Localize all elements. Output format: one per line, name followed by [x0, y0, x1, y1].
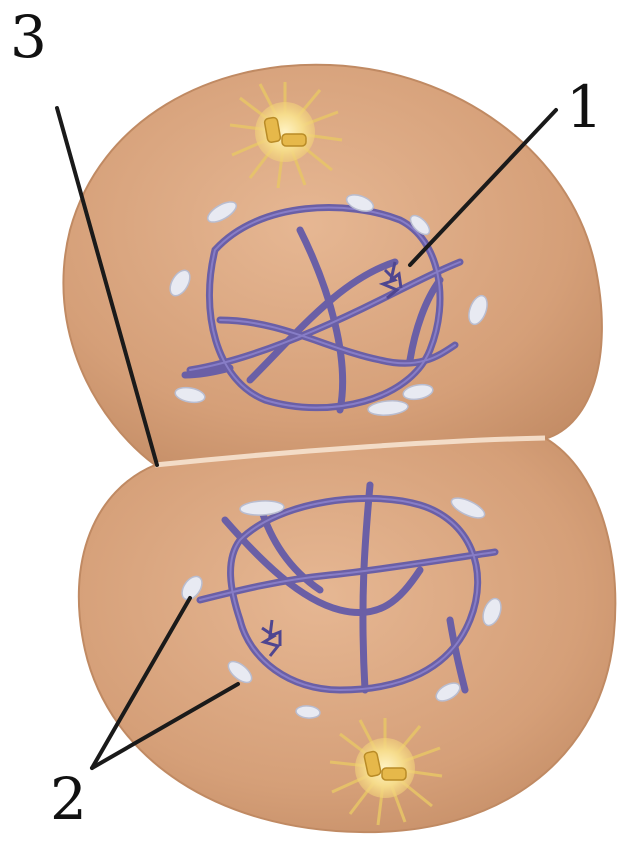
label-3: 3: [10, 8, 47, 66]
label-2: 2: [50, 770, 87, 828]
label-1: 1: [566, 78, 603, 136]
